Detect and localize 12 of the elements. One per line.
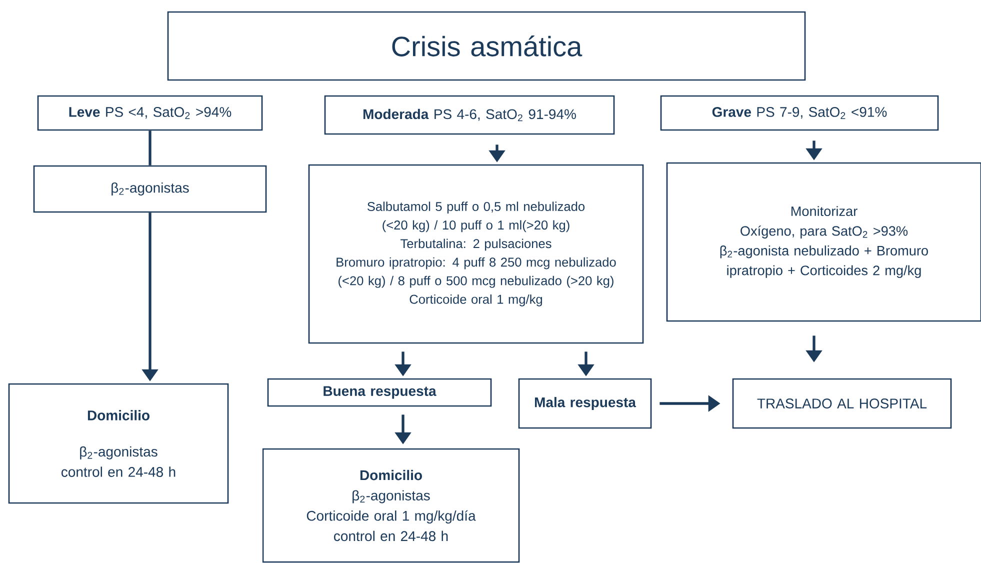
response-box: Mala respuesta	[518, 378, 652, 429]
severity-box: Grave PS 7-9, SatO$_{2}$ <91%	[660, 95, 939, 131]
outcome-box: Domicilio β$_{2}$-agonistas control en 24-48 h	[8, 383, 229, 504]
title-box: Crisis asmática	[167, 11, 806, 81]
severity-box: Leve PS <4, SatO$_{2}$ >94%	[37, 95, 263, 131]
outcome-box: TRASLADO AL HOSPITAL	[732, 378, 952, 429]
severity-box: Moderada PS 4-6, SatO$_{2}$ 91-94%	[324, 95, 615, 135]
treatment-box: Monitorizar Oxígeno, para SatO$_{2}$ >93% β$_{2}$-agonista nebulizado + Bromuro ipratropio + Corticoides 2 mg/kg	[666, 162, 981, 322]
treatment-box: β$_{2}$-agonistas	[33, 165, 267, 213]
response-box: Buena respuesta	[267, 378, 492, 407]
treatment-box: Salbutamol 5 puff o 0,5 ml nebulizado (<20 kg) / 10 puff o 1 ml(>20 kg) Terbutalina: 2 pulsaciones Bromuro ipratropio: 4 puff 8 250 mcg nebulizado (<20 kg) / 8 puff o 500 mcg nebulizado (>20 kg) Corticoide oral 1 mg/kg	[308, 164, 644, 344]
outcome-box: Domicilio β$_{2}$-agonistas Corticoide oral 1 mg/kg/día control en 24-48 h	[262, 448, 520, 563]
